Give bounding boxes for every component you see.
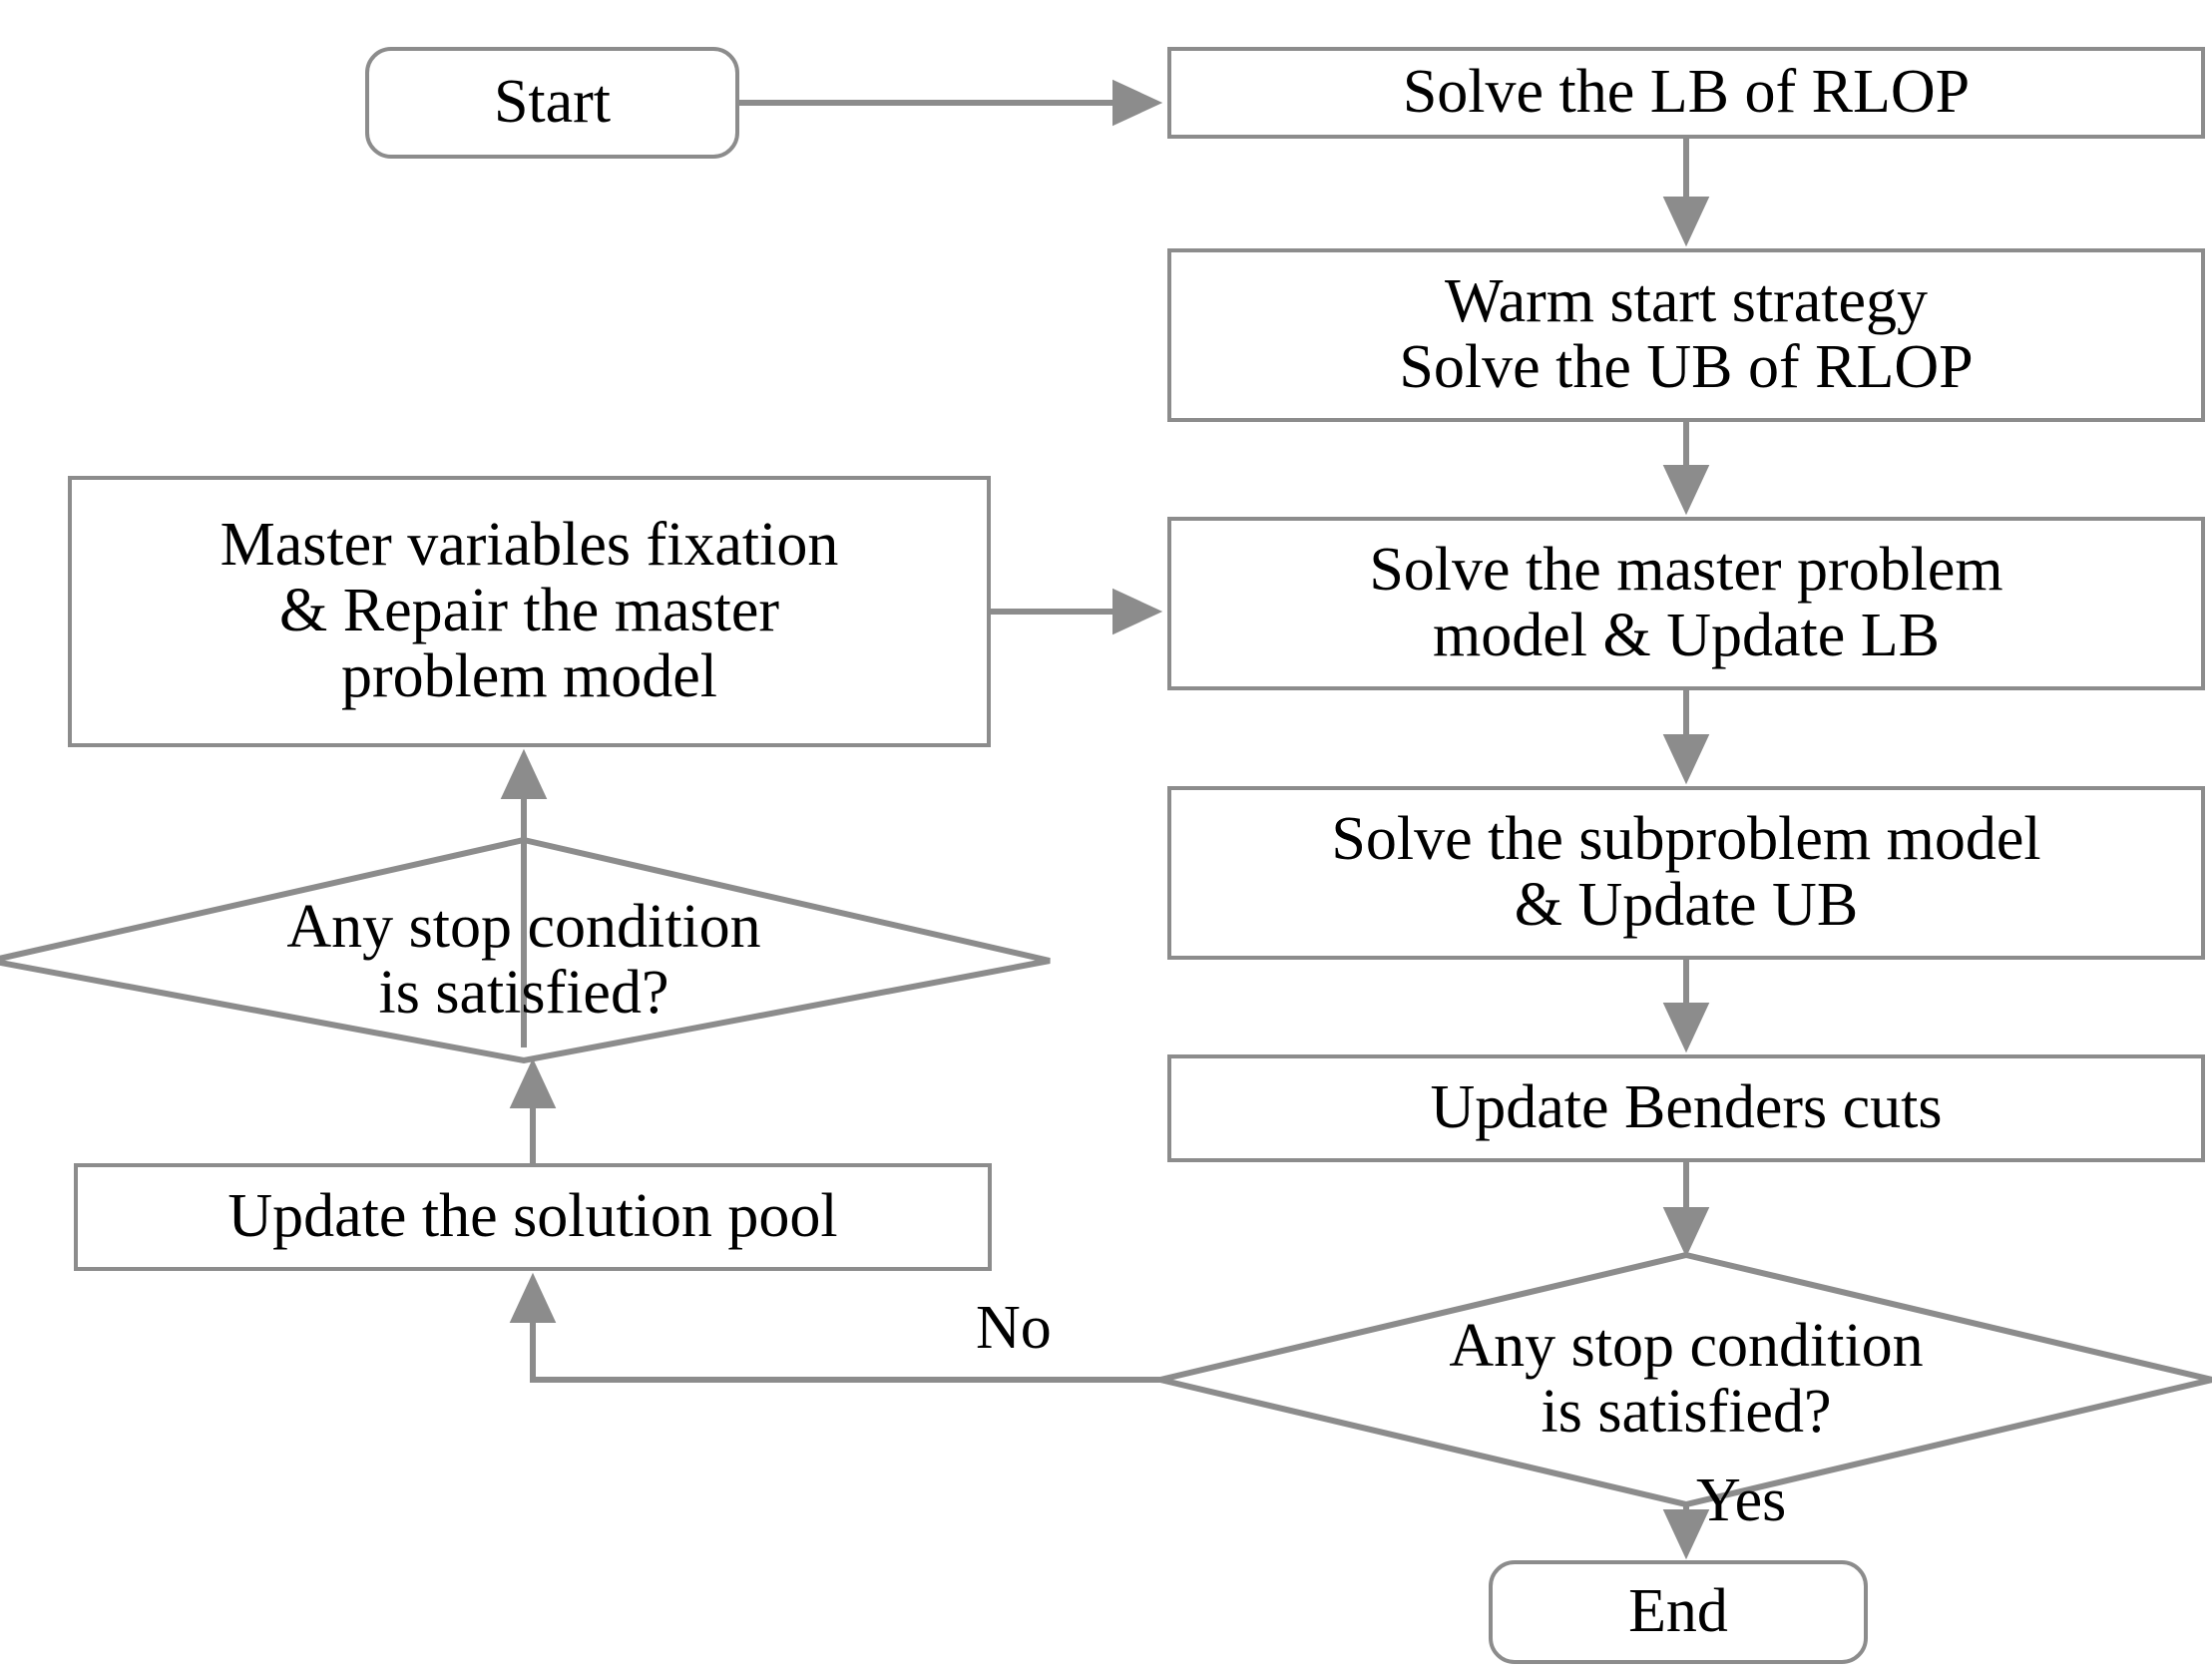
edge-label-yes: Yes [1696, 1466, 1787, 1534]
node-subproblem-label: Solve the subproblem model & Update UB [1331, 805, 2041, 939]
node-master-solve[interactable]: Solve the master problem model & Update … [1167, 517, 2205, 690]
node-decision-left[interactable]: Any stop condition is satisfied? [130, 876, 918, 1045]
node-master-solve-label: Solve the master problem model & Update … [1369, 536, 2003, 669]
node-subproblem[interactable]: Solve the subproblem model & Update UB [1167, 786, 2205, 960]
edge-decision-right-to-pool [509, 1272, 1160, 1383]
decision-left-diamond [0, 836, 1051, 1064]
node-master-variables-fixation[interactable]: Master variables fixation & Repair the m… [68, 476, 991, 747]
node-benders-cuts-label: Update Benders cuts [1430, 1073, 1943, 1142]
node-solve-lb-label: Solve the LB of RLOP [1402, 58, 1971, 127]
node-warm-start[interactable]: Warm start strategy Solve the UB of RLOP [1167, 248, 2205, 422]
node-decision-left-label: Any stop condition is satisfied? [286, 893, 761, 1027]
edge-label-no: No [976, 1294, 1052, 1362]
node-warm-start-label: Warm start strategy Solve the UB of RLOP [1399, 267, 1974, 401]
node-decision-right-label: Any stop condition is satisfied? [1449, 1312, 1924, 1446]
node-update-solution-pool-label: Update the solution pool [227, 1182, 838, 1251]
node-end[interactable]: End [1489, 1560, 1868, 1664]
decision-right-diamond [1159, 1251, 2212, 1508]
node-benders-cuts[interactable]: Update Benders cuts [1167, 1054, 2205, 1162]
node-end-label: End [1628, 1577, 1728, 1646]
node-master-variables-fixation-label: Master variables fixation & Repair the m… [220, 511, 839, 710]
node-solve-lb[interactable]: Solve the LB of RLOP [1167, 47, 2205, 139]
node-start-label: Start [493, 68, 612, 137]
node-start[interactable]: Start [365, 47, 739, 159]
node-update-solution-pool[interactable]: Update the solution pool [74, 1163, 992, 1271]
node-decision-right[interactable]: Any stop condition is satisfied? [1292, 1295, 2080, 1464]
